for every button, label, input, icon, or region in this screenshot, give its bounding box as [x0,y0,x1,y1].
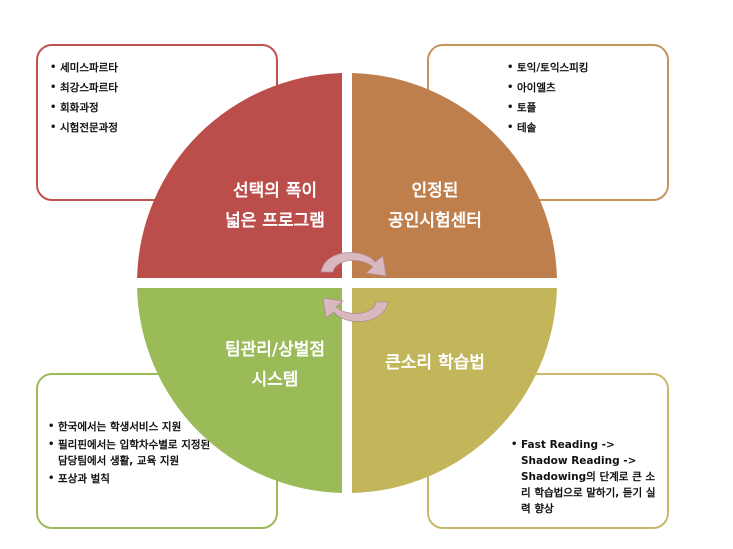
list-item: 세미스파르타 [50,58,276,78]
quadrant-top-right [352,73,557,278]
quadrant-bottom-left [137,288,342,493]
list-item: Fast Reading -> Shadow Reading -> Shadow… [511,437,663,517]
list-item: 회화과정 [50,98,276,118]
team-management-list: 한국에서는 학생서비스 지원필리핀에서는 입학차수별로 지정된 담당팀에서 생활… [48,419,213,487]
quadrant-label-line: 큰소리 학습법 [385,353,485,373]
quadrant-label-line: 시스템 [251,370,299,390]
quadrant-label-bottom-right: 큰소리 학습법 [360,348,510,378]
quadrant-top-left [137,73,342,278]
cycle-arrow-top-icon [320,252,387,277]
list-item: 토플 [507,98,667,118]
loud-learning-list: Fast Reading -> Shadow Reading -> Shadow… [511,437,663,517]
list-item: 최강스파르타 [50,78,276,98]
quadrant-label-line: 선택의 폭이 [232,181,318,201]
list-item: 필리핀에서는 입학차수별로 지정된 담당팀에서 생활, 교육 지원 [48,437,213,469]
exam-list: 토익/토익스피킹아이엘츠토플테솔 [507,58,667,138]
quadrant-bottom-right [352,288,557,493]
list-item: 시험전문과정 [50,118,276,138]
quadrant-label-bottom-left: 팀관리/상벌점 시스템 [200,335,350,395]
list-item: 포상과 벌칙 [48,471,213,487]
list-item: 한국에서는 학생서비스 지원 [48,419,213,435]
quadrant-label-line: 공인시험센터 [388,211,482,231]
list-item: 토익/토익스피킹 [507,58,667,78]
cycle-arrow-bottom-icon [322,297,389,322]
list-item: 아이엘츠 [507,78,667,98]
quadrant-label-line: 넓은 프로그램 [225,211,325,231]
quadrant-label-line: 인정된 [411,181,459,201]
quadrant-label-line: 팀관리/상벌점 [224,340,326,360]
list-item: 테솔 [507,118,667,138]
quadrant-label-top-right: 인정된 공인시험센터 [360,176,510,236]
quadrant-label-top-left: 선택의 폭이 넓은 프로그램 [205,176,345,236]
program-list: 세미스파르타최강스파르타회화과정시험전문과정 [50,58,276,138]
